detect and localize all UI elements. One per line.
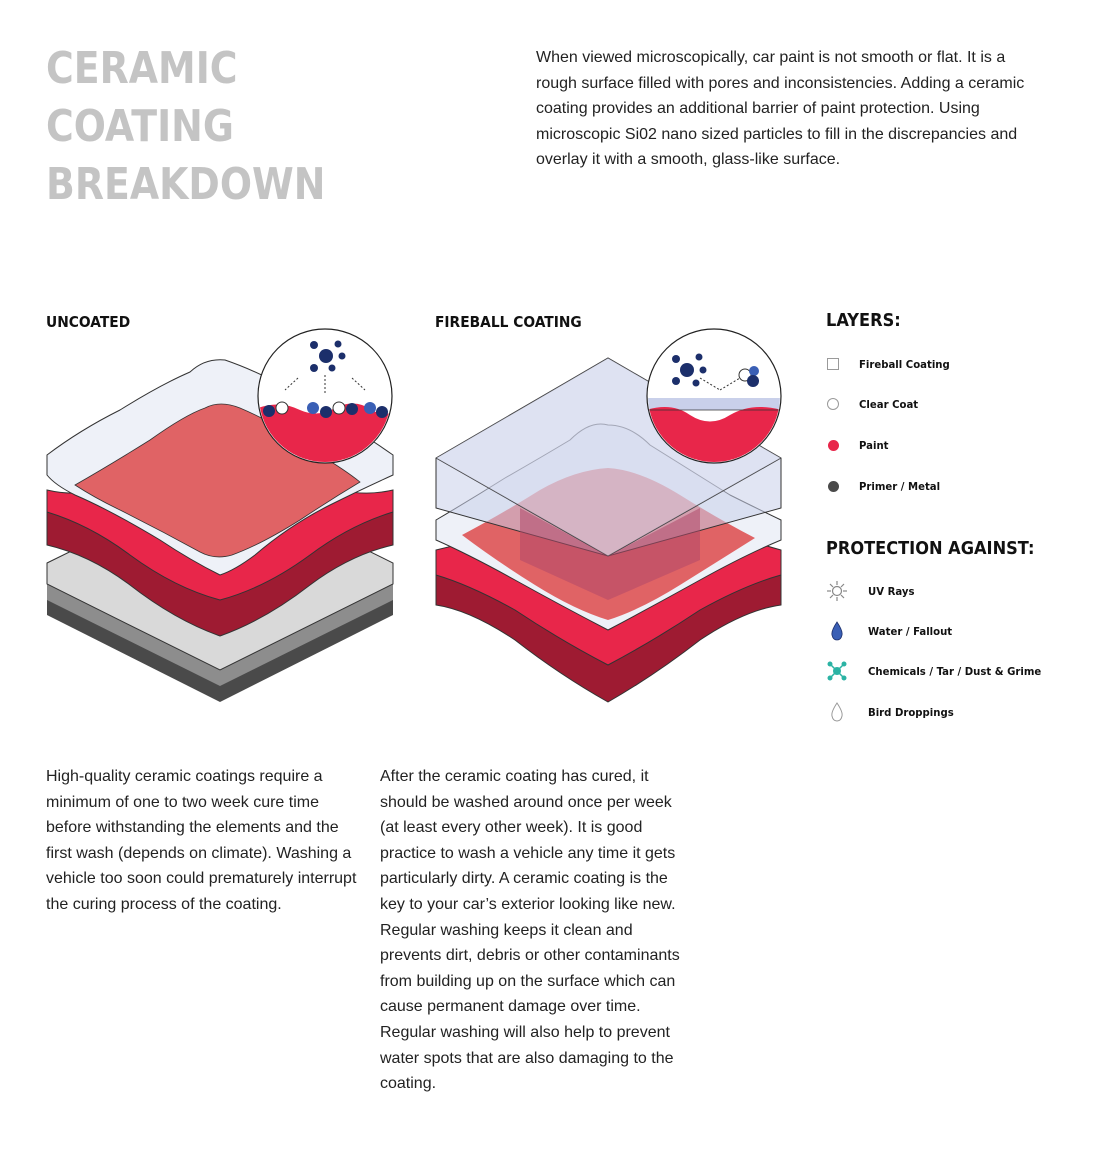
- water-drop-icon: [826, 620, 848, 642]
- protection-label: UV Rays: [868, 584, 915, 598]
- legend-label: Paint: [859, 438, 889, 452]
- washing-paragraph: After the ceramic coating has cured, it …: [380, 768, 680, 1093]
- square-outline-icon: [826, 357, 840, 371]
- legend-label: Clear Coat: [859, 397, 919, 411]
- protection-item-bird-droppings: Bird Droppings: [826, 702, 961, 722]
- legend-item-fireball-coating: Fireball Coating: [826, 354, 958, 374]
- protection-title: PROTECTION AGAINST:: [826, 538, 1035, 559]
- layers-title: LAYERS:: [826, 310, 901, 331]
- uncoated-label: UNCOATED: [46, 313, 131, 331]
- protection-label: Chemicals / Tar / Dust & Grime: [868, 664, 1042, 678]
- circle-outline-icon: [826, 397, 840, 411]
- coated-zoom-callout: [646, 328, 782, 464]
- coated-layer-diagram: [435, 328, 782, 703]
- cure-time-paragraph: High-quality ceramic coatings require a …: [46, 768, 357, 913]
- legend-item-paint: Paint: [826, 435, 891, 455]
- outline-drop-icon: [826, 701, 848, 723]
- legend-label: Primer / Metal: [859, 479, 941, 493]
- legend-item-primer-metal: Primer / Metal: [826, 476, 947, 496]
- coated-label: FIREBALL COATING: [435, 313, 582, 331]
- protection-label: Water / Fallout: [868, 624, 953, 638]
- dark-dot-icon: [826, 479, 840, 493]
- intro-paragraph: When viewed microscopically, car paint i…: [536, 49, 1025, 169]
- protection-item-uv-rays: UV Rays: [826, 581, 919, 601]
- protection-item-water: Water / Fallout: [826, 621, 959, 641]
- molecule-icon: [826, 660, 848, 682]
- sun-icon: [826, 580, 848, 602]
- protection-label: Bird Droppings: [868, 705, 954, 719]
- title-line-2: BREAKDOWN: [46, 159, 326, 210]
- red-dot-icon: [826, 438, 840, 452]
- uncoated-layer-diagram: [46, 328, 394, 702]
- legend-label: Fireball Coating: [859, 357, 950, 371]
- page-title: CERAMIC COATING BREAKDOWN: [46, 40, 424, 214]
- uncoated-zoom-callout: [257, 328, 393, 464]
- title-line-1: CERAMIC COATING: [46, 43, 238, 152]
- protection-item-chemicals: Chemicals / Tar / Dust & Grime: [826, 661, 1056, 681]
- glass-coating-layer: [435, 357, 782, 600]
- legend-item-clear-coat: Clear Coat: [826, 394, 923, 414]
